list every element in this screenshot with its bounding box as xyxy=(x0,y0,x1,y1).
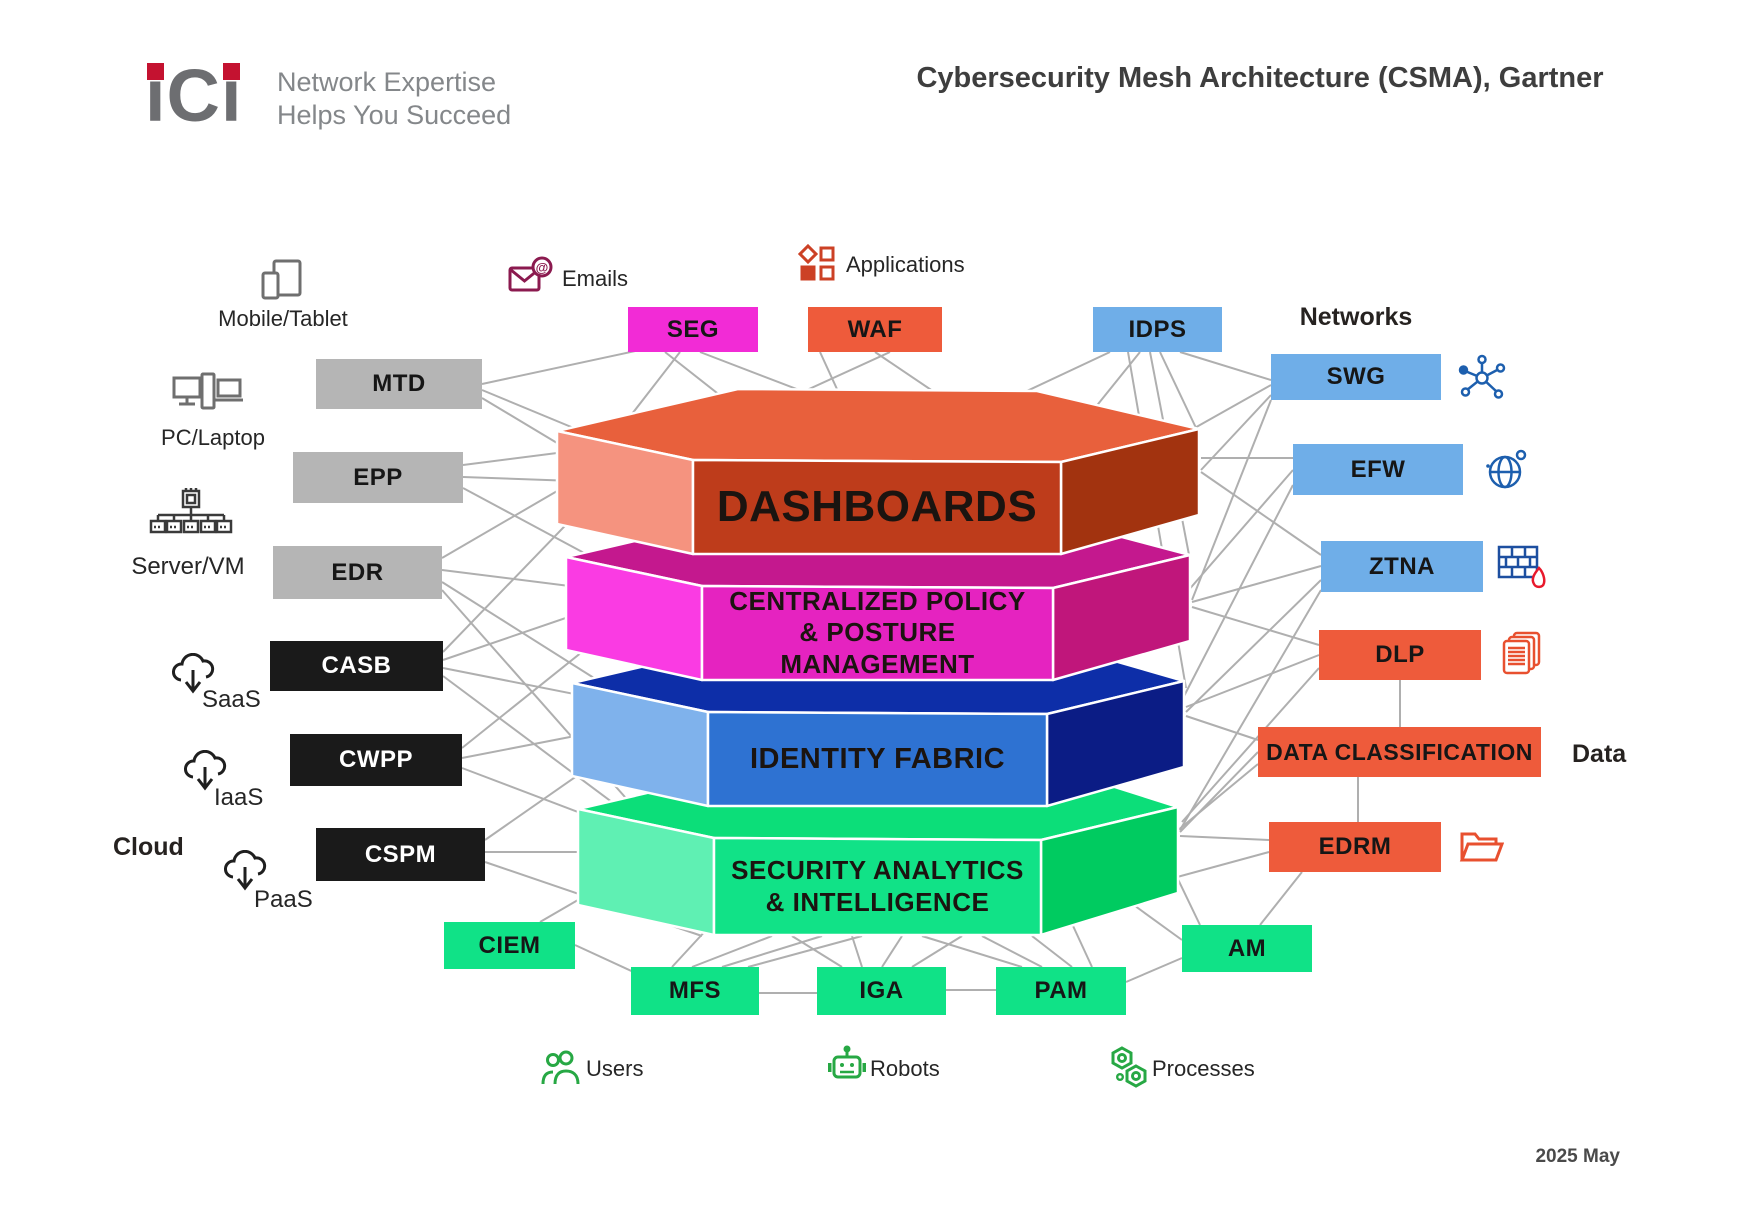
robots-label: Robots xyxy=(870,1056,940,1081)
emails-icon: @ xyxy=(508,256,554,298)
box-iga: IGA xyxy=(817,967,946,1015)
paas-label: PaaS xyxy=(254,886,313,913)
pc-laptop-label: PC/Laptop xyxy=(161,425,265,450)
robots-icon xyxy=(826,1044,868,1086)
ici-logo-dot-left xyxy=(147,63,164,80)
box-dlp: DLP xyxy=(1319,630,1481,680)
brand-tagline-line1: Network Expertise xyxy=(277,67,497,97)
box-edr: EDR xyxy=(273,546,442,599)
saas-cloud-icon xyxy=(170,652,216,697)
brand-tagline: Network Expertise Helps You Succeed xyxy=(277,56,511,136)
stack-label-analytics-line2: & INTELLIGENCE xyxy=(765,886,990,917)
stack-label-policy-line1: CENTRALIZED POLICY xyxy=(729,586,1026,617)
applications-label: Applications xyxy=(846,252,965,277)
server-vm-icon xyxy=(148,488,234,548)
network-hub-icon xyxy=(1458,354,1506,402)
box-waf: WAF xyxy=(808,307,942,352)
iaas-label: IaaS xyxy=(214,784,264,811)
box-data-classification: DATA CLASSIFICATION xyxy=(1258,727,1541,777)
box-ciem: CIEM xyxy=(444,922,575,969)
networks-label: Networks xyxy=(1299,303,1413,331)
iaas-cloud-icon xyxy=(182,749,228,794)
box-idps: IDPS xyxy=(1093,307,1222,352)
pc-laptop-icon xyxy=(172,372,244,418)
page-title: Cybersecurity Mesh Architecture (CSMA), … xyxy=(916,62,1604,94)
emails-label: Emails xyxy=(562,266,629,291)
stack-label-identity-text: IDENTITY FABRIC xyxy=(749,742,1006,775)
box-swg: SWG xyxy=(1271,354,1441,400)
stack-label-dashboards-text: DASHBOARDS xyxy=(716,482,1038,531)
documents-icon xyxy=(1498,630,1546,680)
folder-icon xyxy=(1458,826,1505,866)
box-edrm: EDRM xyxy=(1269,822,1441,872)
processes-icon xyxy=(1108,1046,1150,1090)
ici-logo: iCi xyxy=(145,56,257,136)
stack-label-analytics: SECURITY ANALYTICS & INTELLIGENCE xyxy=(714,838,1041,935)
box-mtd: MTD xyxy=(316,359,482,409)
box-casb: CASB xyxy=(270,641,443,691)
data-label: Data xyxy=(1572,740,1627,768)
stack-label-identity: IDENTITY FABRIC xyxy=(708,712,1047,806)
box-epp: EPP xyxy=(293,452,463,503)
processes-label: Processes xyxy=(1152,1056,1255,1081)
box-mfs: MFS xyxy=(631,967,759,1015)
box-cwpp: CWPP xyxy=(290,734,462,786)
box-pam: PAM xyxy=(996,967,1126,1015)
stack-label-dashboards: DASHBOARDS xyxy=(693,460,1061,554)
box-am: AM xyxy=(1182,925,1312,972)
date-label: 2025 May xyxy=(1535,1146,1620,1167)
brand-tagline-line2: Helps You Succeed xyxy=(277,99,512,130)
box-ztna: ZTNA xyxy=(1321,541,1483,592)
box-seg: SEG xyxy=(628,307,758,352)
users-label: Users xyxy=(586,1056,644,1081)
stack-layer-dashboards xyxy=(555,387,1201,556)
users-icon xyxy=(540,1048,582,1086)
brand-logo: iCi Network Expertise Helps You Succeed xyxy=(145,56,511,136)
box-efw: EFW xyxy=(1293,444,1463,495)
firewall-icon xyxy=(1496,540,1548,592)
saas-label: SaaS xyxy=(202,686,261,713)
ici-logo-dot-right xyxy=(223,63,240,80)
globe-icon xyxy=(1482,446,1530,494)
server-vm-label: Server/VM xyxy=(131,553,245,580)
mobile-tablet-icon xyxy=(258,258,306,304)
mobile-tablet-label: Mobile/Tablet xyxy=(218,306,348,331)
paas-cloud-icon xyxy=(222,849,268,894)
applications-icon xyxy=(797,243,836,282)
stack-label-policy-line2: & POSTURE MANAGEMENT xyxy=(780,617,975,679)
stack-label-policy: CENTRALIZED POLICY & POSTURE MANAGEMENT xyxy=(702,586,1053,680)
stack-label-analytics-line1: SECURITY ANALYTICS xyxy=(731,855,1024,886)
cloud-label: Cloud xyxy=(113,833,184,861)
box-cspm: CSPM xyxy=(316,828,485,881)
svg-text:@: @ xyxy=(536,260,549,275)
